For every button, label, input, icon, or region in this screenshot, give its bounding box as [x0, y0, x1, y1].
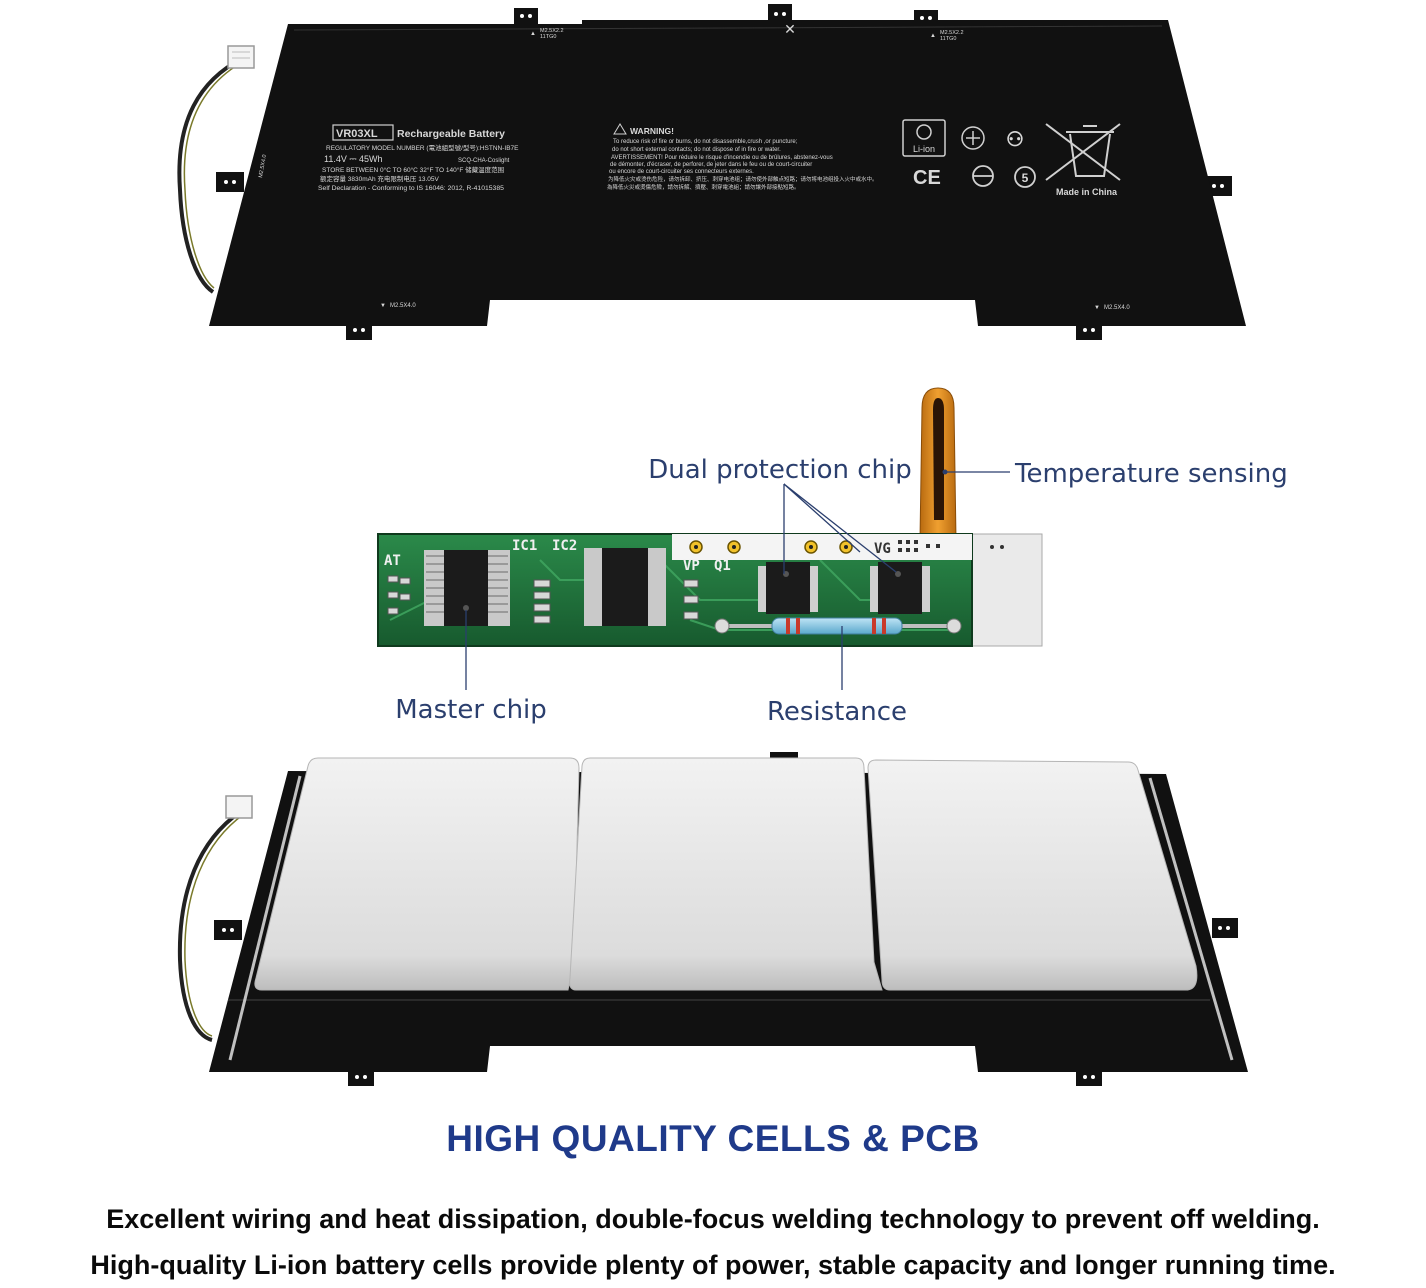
battery-store-temp: STORE BETWEEN 0°C TO 60°C 32°F TO 140°F …: [322, 165, 504, 174]
pcb-module: AT IC1 IC2 VP Q1 VG: [377, 387, 1288, 727]
crossed-bin-icon: [1045, 123, 1121, 181]
warning-line: To reduce risk of fire or burns, do not …: [613, 139, 798, 145]
battery-manufacturer: SCQ-CHA-Coslight: [458, 158, 510, 164]
resistance-element: [714, 617, 962, 635]
temperature-sensor-flex: [919, 387, 957, 541]
screw-mark: M2.5X4.0: [1104, 305, 1130, 311]
callout-master-chip: Master chip: [395, 695, 547, 725]
ce-mark-icon: CE: [913, 167, 941, 189]
protection-chip-1: [758, 562, 818, 614]
battery-bottom-tabs: [214, 752, 1238, 1086]
battery-top-cable: [177, 56, 244, 294]
body-line-2: High-quality Li-ion battery cells provid…: [90, 1250, 1336, 1280]
battery-cell: [867, 759, 1198, 991]
protection-chip-2: [870, 562, 930, 614]
certification-mark-icon: [961, 126, 985, 150]
warning-line: 為降低火災或燙傷危險，請勿拆解、擠壓、刺穿電池組；請勿讓外部接點短路。: [607, 183, 800, 191]
pcb-end-plate: [971, 533, 1043, 647]
screw-mark: M2.5X2.2: [940, 30, 964, 36]
silkscreen-label: IC2: [552, 538, 577, 554]
battery-self-declaration: Self Declaration - Conforming to IS 1604…: [318, 185, 504, 192]
svg-text:⚇: ⚇: [1006, 129, 1024, 151]
battery-model-badge: VR03XL: [336, 128, 378, 140]
svg-text:✕: ✕: [784, 21, 796, 37]
silkscreen-label: Q1: [714, 558, 731, 574]
liion-recycle-icon: Li-ion: [902, 119, 946, 157]
battery-bottom: [177, 752, 1248, 1086]
silkscreen-label: VG: [874, 541, 891, 557]
svg-text:CE: CE: [913, 167, 941, 189]
battery-rated-capacity: 额定容量 3830mAh 充电限制电压 13.05V: [320, 174, 440, 183]
callout-temperature: Temperature sensing: [1014, 459, 1288, 489]
silkscreen-label: VP: [683, 558, 700, 574]
battery-top-body: [209, 20, 1246, 326]
battery-cell: [254, 757, 580, 991]
callout-dual-protection: Dual protection chip: [648, 455, 912, 485]
svg-text:▲: ▲: [930, 33, 936, 39]
screw-mark: 11TG0: [940, 36, 956, 42]
screw-mark: M2.5X4.0: [258, 154, 268, 178]
body-line-1: Excellent wiring and heat dissipation, d…: [106, 1204, 1320, 1234]
svg-text:▼: ▼: [1094, 305, 1100, 311]
warning-title: WARNING!: [630, 126, 674, 136]
svg-text:▼: ▼: [380, 303, 386, 309]
battery-top-tabs: [216, 4, 1232, 340]
made-in-text: Made in China: [1056, 187, 1118, 197]
screw-mark: 11TG0: [540, 34, 556, 40]
svg-text:Li-ion: Li-ion: [913, 144, 935, 154]
screw-mark: M2.5X2.2: [540, 28, 564, 34]
battery-voltage: 11.4V ⎓ 45Wh: [324, 154, 383, 164]
warning-line: de démonter, d'écraser, de perforer, de …: [610, 162, 812, 168]
silkscreen-label: IC1: [512, 538, 537, 554]
warning-line: ou encore de court-circuiter ses connect…: [609, 169, 754, 175]
master-chip: [424, 550, 510, 626]
battery-bottom-cable: [177, 810, 242, 1042]
headline: HIGH QUALITY CELLS & PCB: [446, 1118, 980, 1159]
battery-label: VR03XL Rechargeable Battery REGULATORY M…: [258, 28, 1130, 311]
warning-line: do not short external contacts; do not d…: [612, 147, 781, 153]
certification-mark-icon: 5: [1014, 166, 1036, 188]
battery-cell: [569, 757, 883, 991]
svg-text:5: 5: [1022, 171, 1029, 185]
certification-mark-icon: [972, 165, 994, 187]
silkscreen-label: AT: [384, 553, 401, 569]
battery-title: Rechargeable Battery: [397, 128, 505, 140]
battery-top-connector: [227, 45, 255, 69]
svg-text:▲: ▲: [530, 31, 536, 37]
warning-line: AVERTISSEMENT! Pour réduire le risque d'…: [611, 155, 833, 161]
battery-top: ✕ VR03XL Rechargeable Battery REGULATORY…: [177, 4, 1246, 340]
warning-line: 为降低火灾或烫伤危险，请勿拆卸、挤压、刺穿电池组；请勿使外部触点短路；请勿将电池…: [608, 175, 878, 183]
callout-resistance: Resistance: [767, 697, 907, 727]
callout-line-dual-protection: [783, 483, 897, 574]
certification-mark-icon: ⚇: [1006, 129, 1024, 151]
secondary-chip: [584, 548, 666, 626]
screw-mark: M2.5X4.0: [390, 303, 416, 309]
battery-regulatory: REGULATORY MODEL NUMBER (電池組型號/型号):HSTNN…: [326, 143, 519, 152]
battery-bottom-connector: [225, 795, 253, 819]
